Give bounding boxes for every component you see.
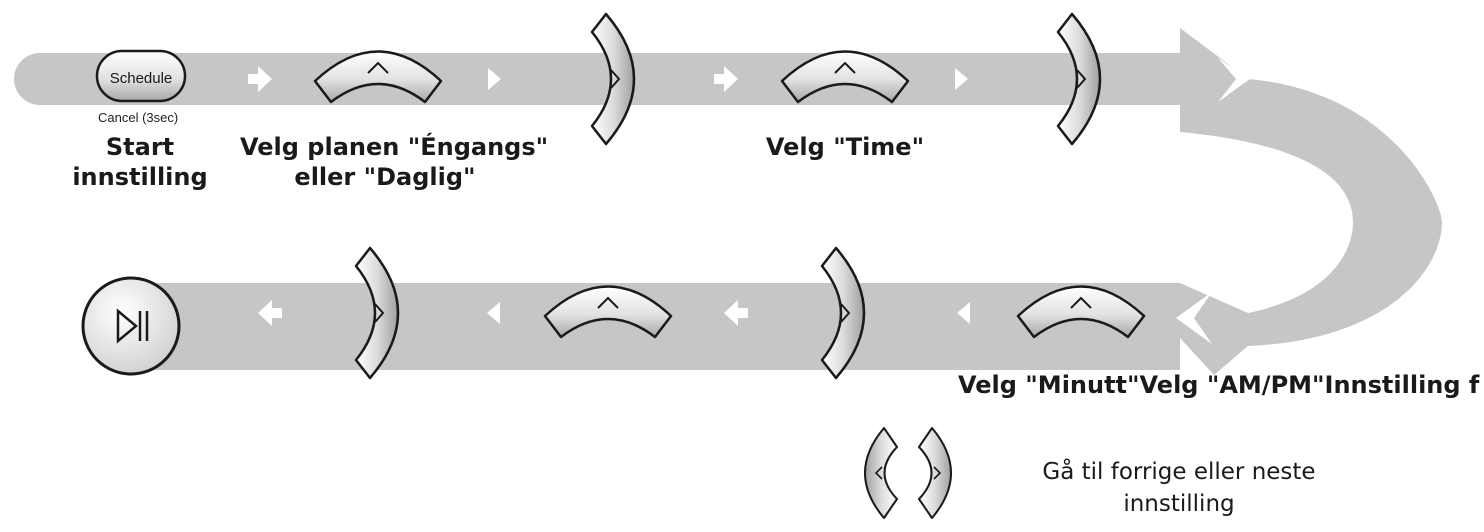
schedule-button[interactable]: Schedule	[95, 49, 187, 103]
label-bottom-row: Velg "Minutt"Velg "AM/PM"Innstilling f	[958, 371, 1480, 399]
arrow-left-icon	[258, 300, 282, 326]
label-time: Velg "Time"	[765, 133, 925, 161]
label-plan: Velg planen "Éngangs" eller "Daglig"	[240, 132, 549, 192]
chevron-right-icon	[1076, 69, 1087, 89]
arrow-right-icon	[714, 66, 738, 92]
chevron-up-icon	[834, 61, 856, 74]
next-button[interactable]	[1056, 12, 1102, 146]
next-button[interactable]	[354, 246, 400, 380]
up-button[interactable]	[543, 285, 673, 339]
label-plan-line1: Velg planen "Éngangs"	[240, 133, 549, 161]
turn-notch-top	[1218, 58, 1250, 102]
arrow-left-icon	[724, 300, 748, 326]
turn-notch-bottom	[1176, 292, 1212, 344]
play-pause-icon	[116, 308, 149, 344]
arrow-right-icon	[248, 66, 272, 92]
legend-text: Gå til forrige eller neste innstilling	[1006, 456, 1352, 520]
chevron-right-icon	[374, 303, 385, 323]
label-start: Start innstilling	[60, 132, 220, 192]
chevron-left-icon	[874, 466, 883, 480]
chevron-up-icon	[597, 296, 619, 309]
triangle-right-icon	[488, 68, 501, 90]
next-button[interactable]	[820, 246, 866, 380]
label-plan-line2: eller "Daglig"	[294, 163, 476, 191]
legend-prev-button-icon	[864, 427, 898, 519]
play-pause-button[interactable]	[81, 276, 181, 376]
chevron-right-icon	[840, 303, 851, 323]
up-button[interactable]	[313, 50, 443, 104]
schedule-button-label: Schedule	[110, 70, 173, 87]
chevron-right-icon	[933, 466, 942, 480]
next-button[interactable]	[590, 12, 636, 146]
cancel-hint: Cancel (3sec)	[98, 110, 179, 125]
legend-next-button-icon	[918, 427, 952, 519]
legend-text-line1: Gå til forrige eller neste	[1042, 459, 1316, 485]
label-start-line2: innstilling	[72, 163, 208, 191]
triangle-left-icon	[487, 302, 500, 324]
up-button[interactable]	[780, 50, 910, 104]
label-start-line1: Start	[105, 133, 175, 161]
chevron-up-icon	[1070, 296, 1092, 309]
triangle-left-icon	[957, 302, 970, 324]
up-button[interactable]	[1016, 285, 1146, 339]
chevron-right-icon	[610, 69, 621, 89]
triangle-right-icon	[955, 68, 968, 90]
chevron-up-icon	[367, 61, 389, 74]
legend-text-line2: innstilling	[1123, 491, 1235, 517]
